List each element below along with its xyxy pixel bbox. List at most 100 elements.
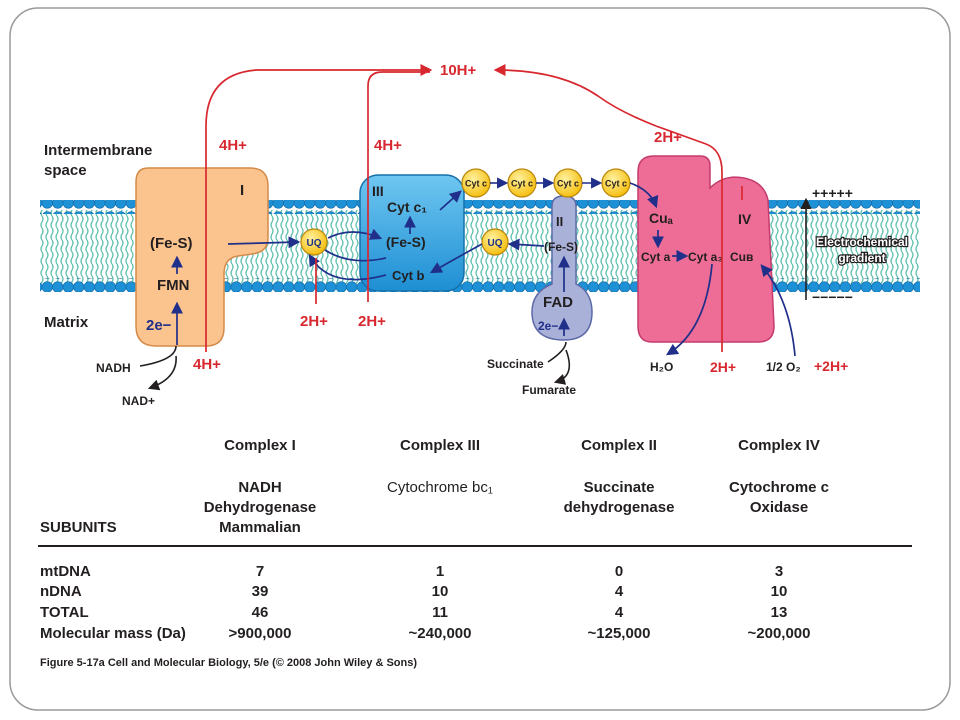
- row-mass-complex-2: ~125,000: [588, 625, 651, 642]
- succinate-to-fumarate-arrow: [548, 341, 571, 382]
- nad-label: NAD+: [122, 394, 155, 408]
- nadh-to-nad-arrow: [140, 345, 177, 388]
- row-total-label: TOTAL: [40, 604, 89, 621]
- intermembrane-label: Intermembrane: [44, 142, 152, 159]
- row-ndna-complex-1: 39: [252, 583, 269, 600]
- uq2-to-cytb-arrow: [429, 243, 483, 274]
- water-label: H₂O: [650, 360, 673, 374]
- row-total-complex-4: 13: [771, 604, 788, 621]
- row-ndna-label: nDNA: [40, 583, 82, 600]
- table-name-complex-1-line-1: NADH: [238, 479, 281, 496]
- complex-3-numeral: III: [372, 183, 384, 199]
- complex-1-fmn: FMN: [157, 277, 190, 294]
- complex-4-cua: Cuₐ: [649, 210, 674, 226]
- table-header-complex-4: Complex IV: [738, 437, 820, 454]
- row-total-complex-1: 46: [252, 604, 269, 621]
- complex-1-fes: (Fe-S): [150, 235, 193, 252]
- nadh-label: NADH: [96, 361, 131, 375]
- row-mtdna-complex-4: 3: [775, 563, 783, 580]
- cytb-to-uq-arrow: [308, 253, 387, 281]
- row-total-complex-2: 4: [615, 604, 624, 621]
- row-mass-complex-3: ~240,000: [409, 625, 472, 642]
- table-name-complex-2-line-1: Succinate: [584, 479, 655, 496]
- proton-total: 10H+: [440, 62, 477, 79]
- table-name-complex-1-line-2: Dehydrogenase: [204, 499, 317, 516]
- row-ndna-complex-2: 4: [615, 583, 624, 600]
- complex-1-electrons: 2e−: [146, 317, 172, 334]
- table-name-complex-4-line-1: Cytochrome c: [729, 479, 829, 496]
- complex-1-numeral: I: [240, 182, 244, 199]
- cyta3-to-water-arrow: [665, 263, 713, 356]
- gradient-plus: +++++: [812, 185, 853, 201]
- table-name-complex-3: Cytochrome bc₁: [387, 479, 493, 496]
- complex-1: I (Fe-S) FMN 2e−: [135, 167, 269, 347]
- complex-3: III Cyt c₁ (Fe-S) Cyt b: [359, 174, 465, 292]
- subunits-label: SUBUNITS: [40, 519, 117, 536]
- fumarate-label: Fumarate: [522, 383, 576, 397]
- complex-2-fes: (Fe-S): [544, 240, 578, 254]
- complex4-proton-path: [493, 64, 723, 352]
- complex-2-fad: FAD: [543, 294, 573, 311]
- complex-4-numeral: IV: [738, 211, 752, 227]
- table-header-complex-3: Complex III: [400, 437, 480, 454]
- proton-oxygen: +2H+: [814, 358, 848, 374]
- ubiquinone-2-label: UQ: [488, 238, 503, 249]
- electron-flow: [171, 182, 796, 357]
- complex1-proton-path: [205, 64, 433, 352]
- table-name-complex-2-line-2: dehydrogenase: [564, 499, 675, 516]
- intermembrane-label-2: space: [44, 162, 87, 179]
- figure-caption: Figure 5-17a Cell and Molecular Biology,…: [40, 657, 417, 669]
- slide-frame: [9, 7, 951, 711]
- row-mtdna-label: mtDNA: [40, 563, 91, 580]
- complex3-proton-path: [367, 71, 430, 302]
- complex-3-cytc1: Cyt c₁: [387, 199, 427, 215]
- row-ndna-complex-3: 10: [432, 583, 449, 600]
- cytc-2-label: Cyt c: [511, 179, 533, 189]
- proton-complex4-bottom: 2H+: [710, 359, 736, 375]
- proton-complex4-top: 2H+: [654, 129, 682, 146]
- substrate-flow: [140, 341, 571, 388]
- proton-complex3-bottom: 2H+: [358, 313, 386, 330]
- table-header-complex-2: Complex II: [581, 437, 657, 454]
- proton-uq-bottom: 2H+: [300, 313, 328, 330]
- complex-3-fes: (Fe-S): [386, 234, 426, 250]
- row-mass-label: Molecular mass (Da): [40, 625, 186, 642]
- complex2-to-uq-arrow: [507, 238, 545, 251]
- cytc-chain: Cyt c Cyt c Cyt c Cyt c: [461, 168, 631, 198]
- subunit-table: Complex I Complex III Complex II Complex…: [38, 437, 912, 642]
- row-ndna-complex-4: 10: [771, 583, 788, 600]
- row-mtdna-complex-2: 0: [615, 563, 623, 580]
- cytc-1-label: Cyt c: [465, 179, 487, 189]
- complex1-to-uq-arrow: [227, 236, 301, 249]
- cytc-to-cua-arrow: [629, 182, 659, 209]
- cytc-4-label: Cyt c: [605, 179, 627, 189]
- proton-complex1-top: 4H+: [219, 137, 247, 154]
- ubiquinone-2: UQ: [481, 228, 509, 256]
- row-mass-complex-1: >900,000: [229, 625, 292, 642]
- row-mass-complex-4: ~200,000: [748, 625, 811, 642]
- gradient-label-2: gradient: [838, 251, 885, 265]
- ubiquinone-1-label: UQ: [307, 238, 322, 249]
- complex-4-cyta: Cyt a: [641, 250, 671, 264]
- ubiquinone-1: UQ: [300, 228, 328, 256]
- cytc1-to-cytc-arrow: [439, 190, 462, 211]
- table-name-complex-4-line-2: Oxidase: [750, 499, 808, 516]
- table-header-complex-1: Complex I: [224, 437, 296, 454]
- oxygen-label: 1/2 O₂: [766, 360, 801, 374]
- succinate-label: Succinate: [487, 357, 544, 371]
- row-mtdna-complex-3: 1: [436, 563, 444, 580]
- row-mtdna-complex-1: 7: [256, 563, 264, 580]
- row-total-complex-3: 11: [432, 604, 448, 621]
- gradient-label-1: Electrochemical: [816, 235, 908, 249]
- electrochemical-gradient: +++++ −−−−− Electrochemical gradient: [800, 185, 909, 305]
- uq-cycle-arrow: [324, 249, 387, 262]
- cytc-3-label: Cyt c: [557, 179, 579, 189]
- table-name-complex-1-line-3: Mammalian: [219, 519, 301, 536]
- complex-4-cub: Cuʙ: [730, 250, 753, 264]
- uq-to-complex3-arrow: [327, 228, 383, 240]
- matrix-label: Matrix: [44, 314, 89, 331]
- proton-complex3-top: 4H+: [374, 137, 402, 154]
- proton-flow: [205, 64, 743, 352]
- complex-2-electrons: 2e−: [538, 319, 558, 333]
